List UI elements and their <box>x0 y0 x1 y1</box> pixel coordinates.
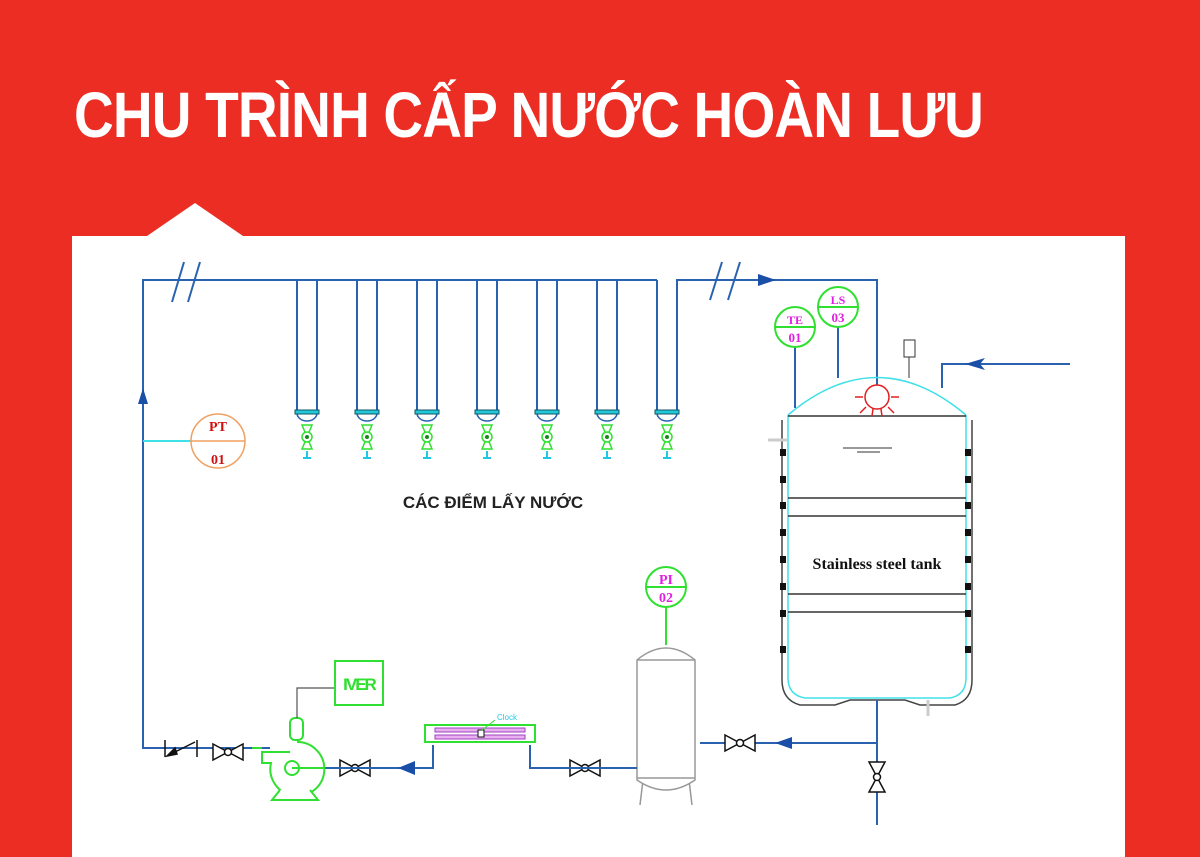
tank-label: Stainless steel tank <box>813 556 942 573</box>
diagram-panel <box>72 236 1125 857</box>
tap-point <box>294 279 357 459</box>
svg-text:01: 01 <box>789 330 802 345</box>
jacket-stud <box>965 529 971 536</box>
check-valve-icon <box>164 740 198 758</box>
svg-text:PI: PI <box>659 573 673 588</box>
jacket-stud <box>965 583 971 590</box>
pressure-vessel <box>636 647 696 806</box>
panel-pointer <box>147 203 243 236</box>
svg-text:LS: LS <box>831 293 846 307</box>
inverter: IVER <box>334 660 384 706</box>
svg-text:02: 02 <box>659 591 673 606</box>
flow-arrow-left-pump <box>398 761 415 775</box>
tap-point <box>474 279 537 459</box>
pump <box>252 717 326 801</box>
jacket-stud <box>965 556 971 563</box>
jacket-stud <box>780 449 786 456</box>
tap-point <box>414 279 477 459</box>
tap-points-label: CÁC ĐIỂM LẤY NƯỚC <box>403 493 583 512</box>
jacket-stud <box>965 646 971 653</box>
jacket-stud <box>965 502 971 509</box>
svg-text:IVER: IVER <box>343 675 376 694</box>
jacket-stud <box>965 449 971 456</box>
jacket-stud <box>965 610 971 617</box>
jacket-stud <box>780 556 786 563</box>
ls-03-instrument: LS 03 <box>817 286 859 328</box>
svg-text:TE: TE <box>787 313 803 327</box>
gate-valve-icon[interactable] <box>212 742 244 762</box>
gate-valve-icon[interactable] <box>724 733 756 753</box>
pi-02-instrument: PI 02 <box>645 566 687 608</box>
jacket-stud <box>780 646 786 653</box>
flow-arrow-left-inlet <box>965 358 985 370</box>
svg-text:03: 03 <box>832 310 846 325</box>
jacket-stud <box>780 610 786 617</box>
flow-arrow-left-outlet <box>775 737 792 749</box>
tap-point <box>354 279 417 459</box>
tap-points <box>294 279 697 459</box>
svg-text:PT: PT <box>209 420 228 435</box>
uv-filter: Clock <box>424 713 536 743</box>
svg-text:Clock: Clock <box>497 713 518 722</box>
stainless-steel-tank: Stainless steel tank <box>768 376 973 706</box>
te-01-instrument: TE 01 <box>774 306 816 348</box>
tap-point <box>654 279 697 459</box>
jacket-stud <box>780 529 786 536</box>
jacket-stud <box>780 583 786 590</box>
jacket-stud <box>780 476 786 483</box>
svg-text:01: 01 <box>211 453 225 468</box>
page-title: CHU TRÌNH CẤP NƯỚC HOÀN LƯU <box>74 79 984 151</box>
jacket-stud <box>965 476 971 483</box>
pipe-break-left <box>171 261 201 303</box>
tap-point <box>534 279 597 459</box>
pt-01-instrument: PT 01 <box>190 413 246 469</box>
jacket-stud <box>780 502 786 509</box>
tap-point <box>594 279 657 459</box>
flow-arrow-up <box>138 388 148 404</box>
gate-valve-icon[interactable] <box>867 761 887 793</box>
return-pipe <box>142 279 297 749</box>
flow-arrow-right <box>758 274 776 286</box>
spray-ball-icon <box>855 384 899 417</box>
vent-device-icon <box>903 339 916 378</box>
